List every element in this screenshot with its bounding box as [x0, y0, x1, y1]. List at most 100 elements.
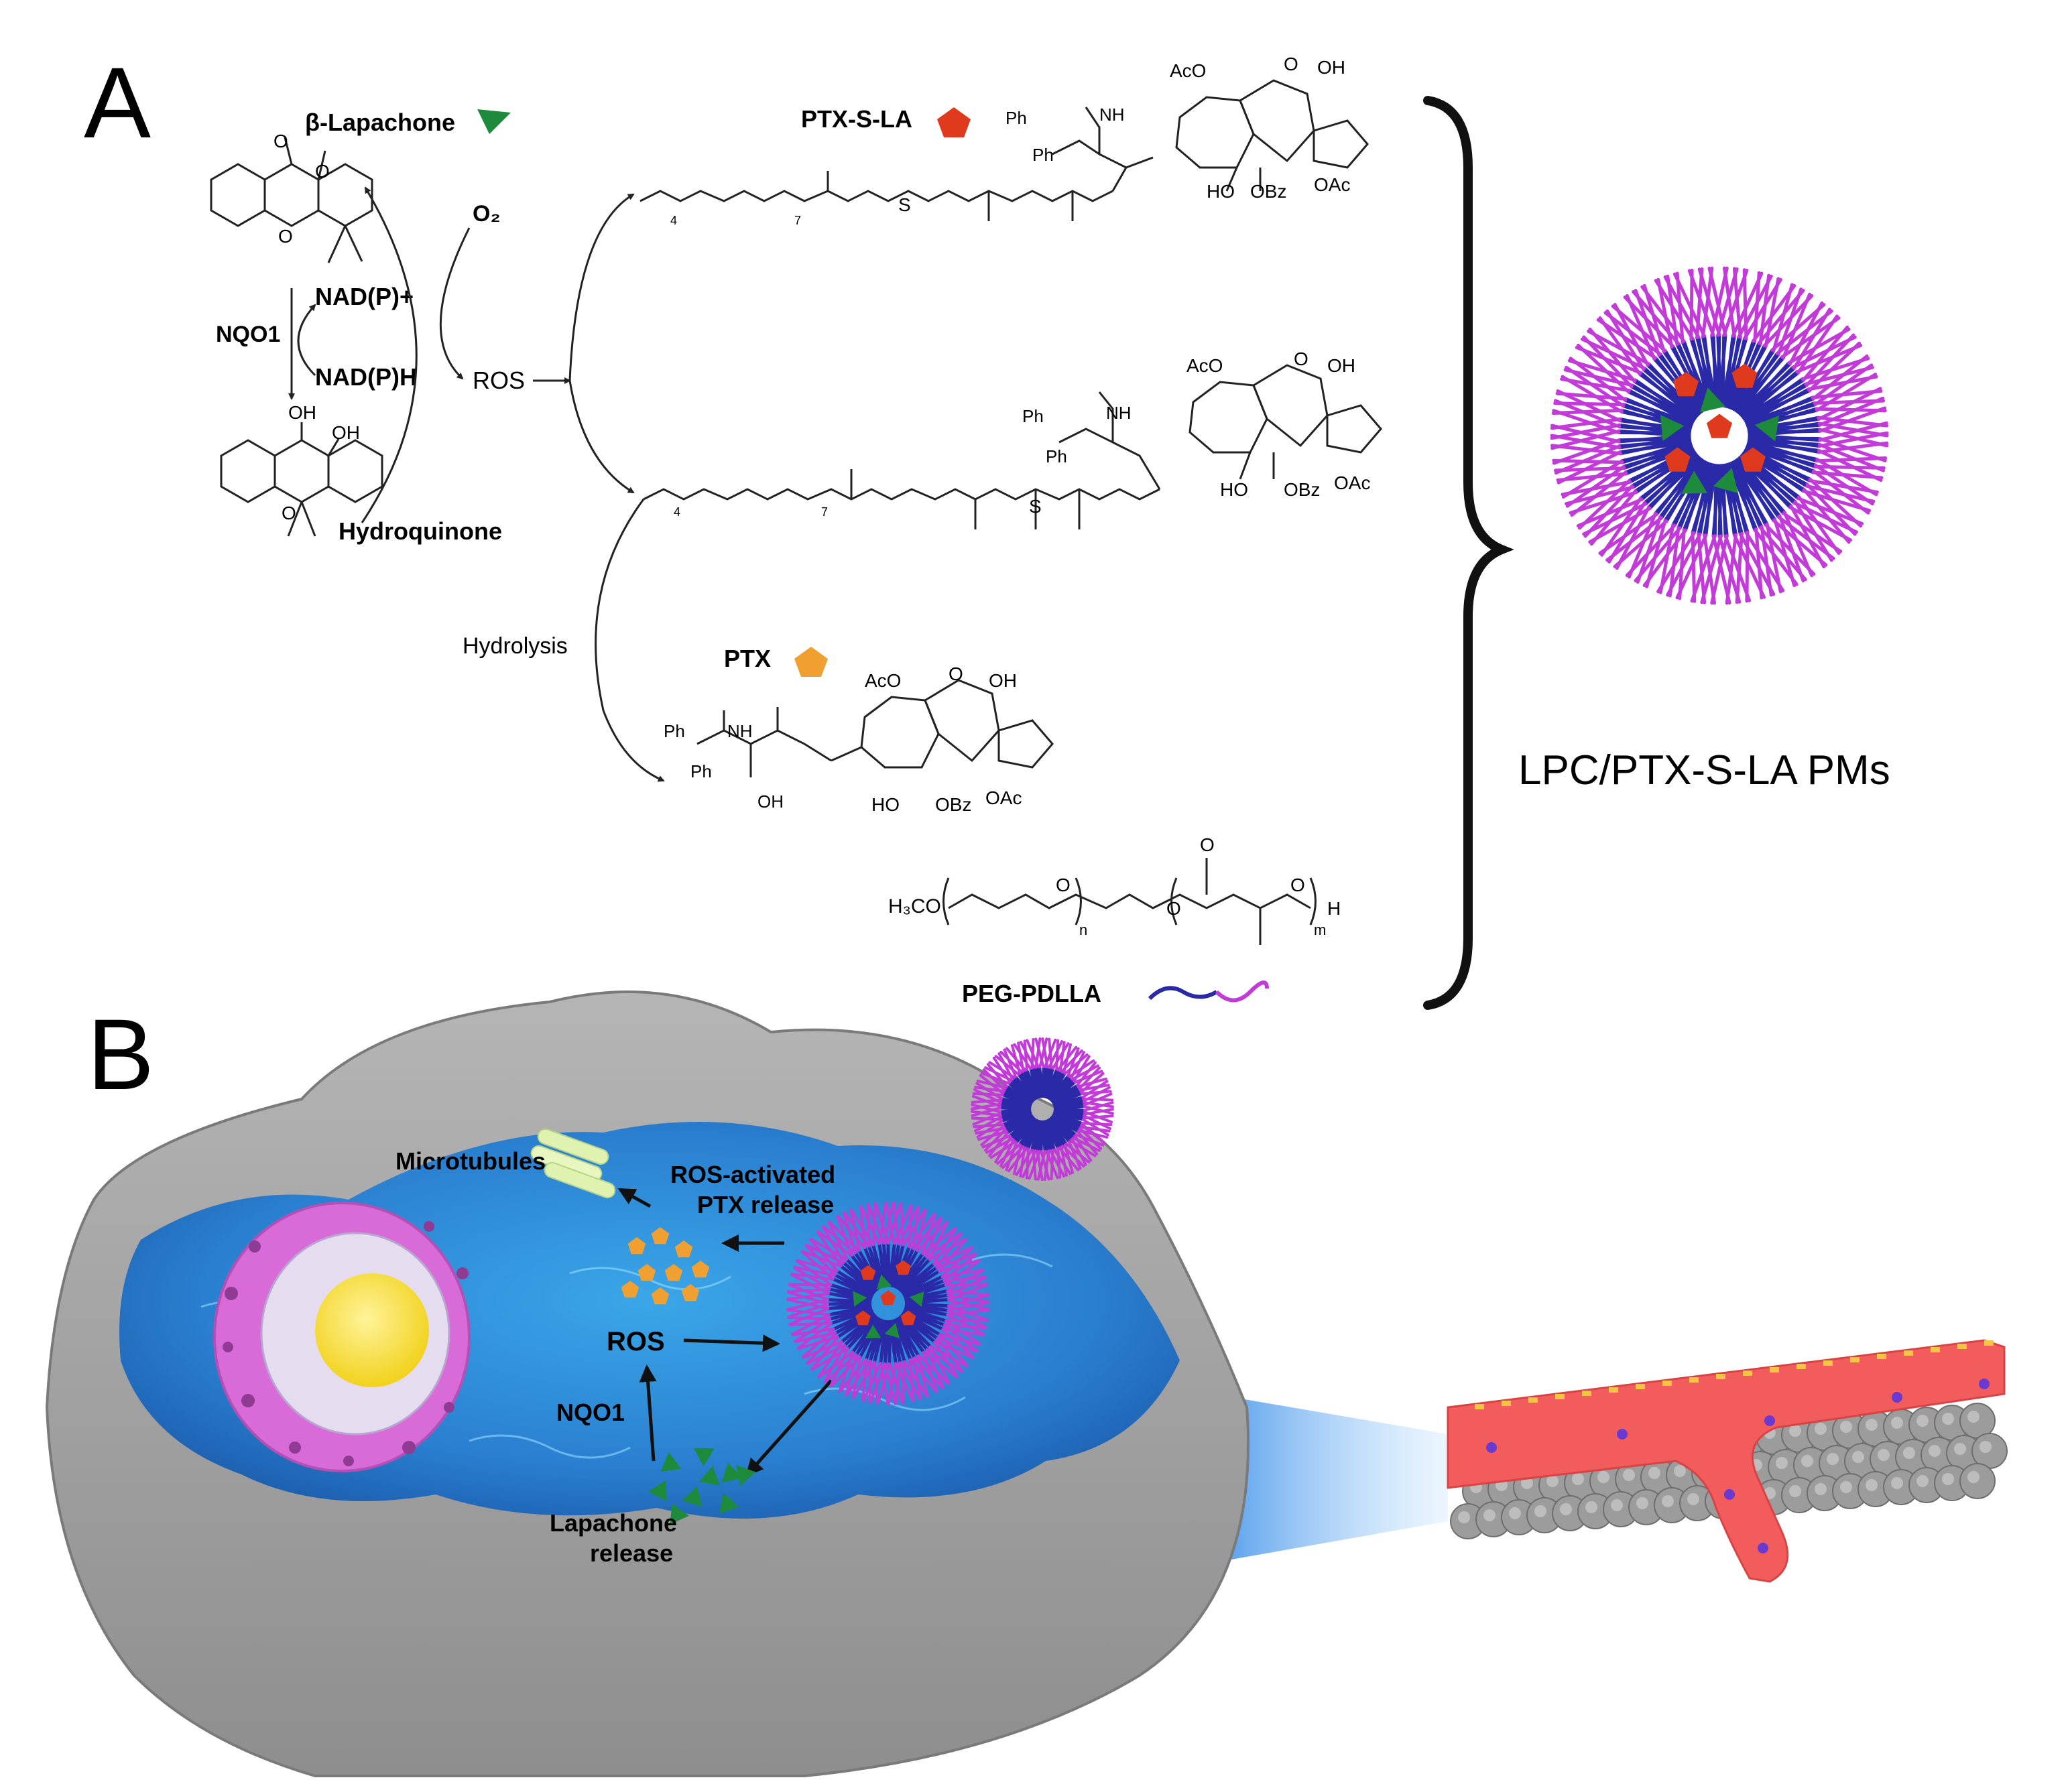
micelle-shell-chain	[912, 1356, 922, 1401]
tumor-cell-highlight	[1560, 1503, 1572, 1515]
micelle-core-chain	[1053, 1097, 1085, 1108]
released-lapachone-cluster	[648, 1448, 756, 1525]
micelle-shell-chain	[790, 1273, 835, 1281]
peg-o3: O	[1290, 875, 1305, 895]
micelle-shell-chain	[1801, 325, 1849, 382]
micelle-core-chain	[1030, 1119, 1040, 1151]
micelle-core-chain	[827, 1304, 872, 1316]
micelle-core-chain	[836, 1269, 875, 1295]
micelle-core-chain	[1745, 387, 1811, 426]
micelle-shell-chain	[1038, 1037, 1048, 1069]
micelle-shell-chain	[788, 1307, 830, 1326]
vessel-marker-purple	[1486, 1442, 1497, 1453]
tumor-cell-highlight	[1891, 1417, 1903, 1429]
peg-n-sub: n	[1079, 921, 1087, 938]
micelle-shell-chain	[981, 1135, 1012, 1149]
ptx-s-la-sub4: 4	[670, 214, 677, 227]
micelle-shell-chain	[1071, 1064, 1099, 1081]
blood-vessel-illustration	[1447, 1339, 2008, 1583]
micelle-core-chain	[1042, 1120, 1050, 1153]
released-lapachone-icon	[719, 1492, 739, 1514]
ptx-s-la-o-top: O	[1284, 54, 1298, 74]
vessel-marker-yellow	[1877, 1354, 1886, 1359]
micelle-core-chain	[1003, 1112, 1032, 1130]
micelle-shell-chain	[1015, 1148, 1034, 1176]
vessel-marker-yellow	[1850, 1357, 1860, 1362]
micelle-core-chain	[1051, 1080, 1077, 1103]
tumor-cell-highlight	[1815, 1423, 1827, 1435]
vessel-marker-yellow	[1609, 1387, 1618, 1393]
micelle-shell-chain	[936, 1337, 964, 1373]
nqo1-label-a: NQO1	[216, 322, 280, 347]
micelle-shell-chain	[975, 1127, 1006, 1135]
micelle-shell-chain	[1817, 387, 1882, 421]
vessel-marker-purple	[1758, 1543, 1768, 1553]
hydroquinone-oh1: OH	[288, 402, 316, 423]
released-ptx-icon	[674, 1240, 693, 1258]
micelle-core-chain	[1053, 1110, 1086, 1118]
vessel-marker-yellow	[1502, 1401, 1511, 1406]
micelle-shell-chain	[1060, 1145, 1068, 1177]
cargo-ptx-s-la-icon	[896, 1260, 911, 1275]
tumor-cell-highlight	[1878, 1449, 1890, 1461]
sulfone-ph2: Ph	[1046, 446, 1067, 466]
micelle-core-chain	[886, 1320, 891, 1365]
micelle-shell-chain	[1615, 505, 1651, 570]
sulfone-sub4: 4	[674, 505, 680, 519]
vessel-marker-yellow	[1957, 1344, 1967, 1349]
micelle-core-chain	[904, 1293, 950, 1304]
tumor-cell-highlight	[1776, 1457, 1788, 1469]
micelle-shell-chain	[1036, 1149, 1046, 1181]
vessel-marker-yellow	[1689, 1377, 1699, 1383]
micelle-core-chain	[1042, 1066, 1047, 1098]
micelle-shell-chain	[809, 1238, 839, 1273]
micelle-core-chain	[1008, 1080, 1035, 1102]
micelle-shell-chain	[1589, 489, 1638, 546]
tumor-cell-highlight	[1954, 1443, 1966, 1455]
micelle-shell-chain	[996, 1143, 1022, 1165]
micelle-core-chain	[1001, 1092, 1032, 1105]
micelle-core-chain	[904, 1301, 950, 1307]
vessel-marker-purple	[1764, 1415, 1775, 1426]
cargo-lapachone-icon	[909, 1291, 924, 1307]
micelle-core-chain	[1047, 1070, 1063, 1100]
micelle-b-surface	[971, 1037, 1114, 1181]
micelle-core-chain	[1683, 461, 1709, 532]
micelle-shell-chain	[787, 1316, 832, 1321]
micelle-core-chain	[1748, 422, 1821, 436]
micelle-shell-chain	[929, 1345, 969, 1368]
micelle-core-chain	[839, 1264, 876, 1293]
micelle-shell-chain	[806, 1344, 846, 1365]
micelle-shell-chain	[975, 1082, 1003, 1100]
micelle-shell-chain	[871, 1202, 877, 1247]
micelle-core-chain	[1747, 440, 1821, 452]
tumor-cell-highlight	[1483, 1509, 1496, 1521]
micelle-core-chain	[1038, 1066, 1044, 1098]
micelle-core-chain	[842, 1261, 877, 1292]
micelle-shell-chain	[1043, 1149, 1050, 1181]
micelle-shell-chain	[837, 1214, 866, 1250]
ros-to-sulfone-arc	[568, 380, 635, 494]
tumor-cell-highlight	[1611, 1499, 1623, 1511]
micelle-core-chain	[1052, 1111, 1085, 1121]
cargo-lapachone-icon	[1700, 387, 1725, 413]
micelle-shell-chain	[1068, 1140, 1082, 1170]
ptx-label: PTX	[724, 645, 771, 672]
micelle-shell-chain	[1551, 408, 1624, 415]
tumor-cell-highlight	[1597, 1471, 1609, 1483]
micelle-core-chain	[903, 1275, 944, 1298]
tumor-cell-highlight	[1903, 1447, 1915, 1459]
micelle-shell-chain	[887, 1362, 898, 1405]
micelle-shell-chain	[940, 1247, 974, 1278]
peg-pdlla-wave-magenta	[1215, 980, 1269, 1003]
micelle-core-chain	[1728, 462, 1764, 529]
micelle-core-chain	[1034, 1066, 1043, 1098]
micelle-shell-chain	[1596, 318, 1658, 360]
micelle-shell-chain	[1083, 1114, 1111, 1130]
vessel-markers	[1475, 1340, 1994, 1553]
micelle-core-chain	[1630, 385, 1696, 422]
micelle-core-chain	[1738, 355, 1784, 416]
micelle-core-chain	[904, 1308, 948, 1323]
micelle-shell-chain	[791, 1328, 835, 1336]
micelle-core-chain	[1048, 1118, 1071, 1143]
